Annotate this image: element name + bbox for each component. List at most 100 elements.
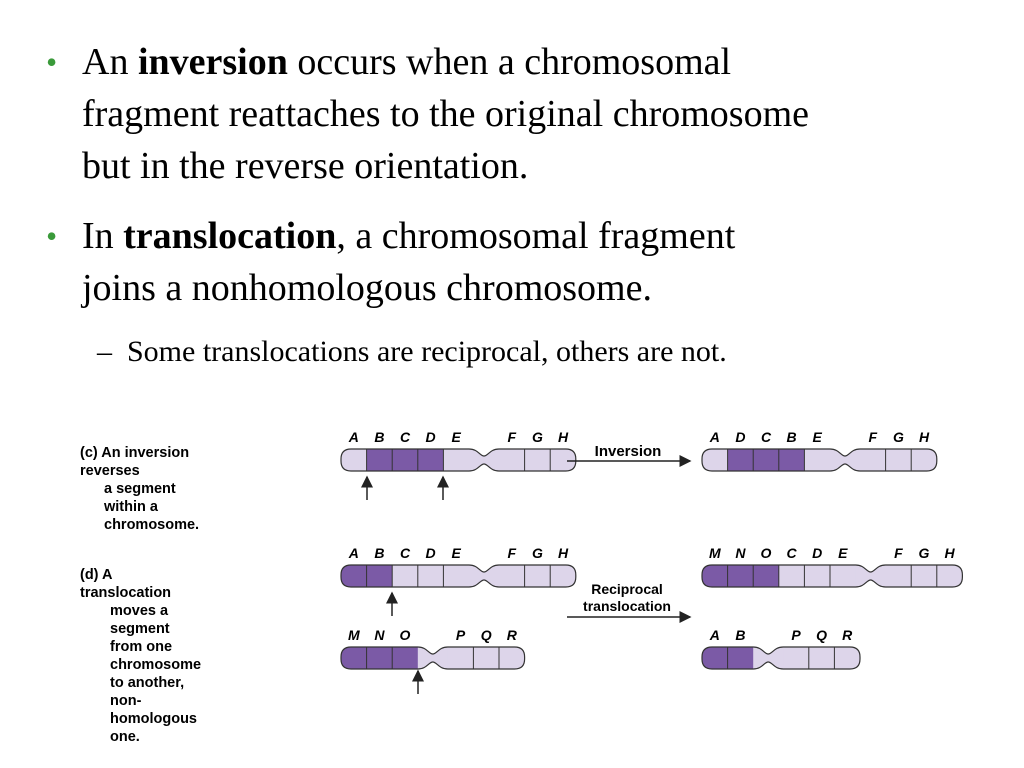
gene-label: B	[787, 429, 797, 445]
term-inversion: inversion	[137, 41, 288, 83]
chromosome-segment	[499, 565, 525, 587]
sub-bullet-reciprocal: – Some translocations are reciprocal, ot…	[97, 332, 727, 372]
gene-label: G	[532, 429, 543, 445]
gene-label: A	[348, 545, 359, 561]
inversion-arrow-label: Inversion	[595, 443, 662, 460]
gene-label: P	[456, 627, 466, 643]
gene-label: G	[532, 545, 543, 561]
chromosome-segment	[366, 647, 393, 669]
chromosome-segment	[443, 449, 469, 471]
chromosome-segment	[783, 647, 809, 669]
gene-label: N	[374, 627, 385, 643]
chromosome-segment	[753, 449, 779, 471]
chromosome-segment	[341, 449, 367, 471]
chromosome-segment	[834, 647, 860, 669]
gene-label: O	[761, 545, 772, 561]
chromosome-segment	[550, 449, 576, 471]
chromosome-segment	[911, 565, 937, 587]
translocation-arrow-label-1: Reciprocal	[591, 581, 663, 597]
gene-label: B	[374, 429, 384, 445]
gene-label: R	[842, 627, 853, 643]
chromosome-segment	[499, 449, 525, 471]
gene-label: N	[735, 545, 746, 561]
bullet-item-translocation: • In translocation, a chromosomal fragme…	[46, 210, 735, 314]
gene-label: C	[400, 545, 411, 561]
gene-label: R	[507, 627, 518, 643]
gene-label: A	[348, 429, 359, 445]
bullet-item-inversion: • An inversion occurs when a chromosomal…	[46, 36, 809, 192]
gene-label: E	[813, 429, 823, 445]
chromosome-segment	[702, 647, 728, 669]
chromosome-segment	[550, 565, 576, 587]
chromosome-segment	[524, 449, 551, 471]
chromosome-segment	[473, 647, 499, 669]
gene-label: E	[838, 545, 848, 561]
caption-translocation: (d) A translocation moves a segment from…	[80, 567, 202, 745]
chromosome-segment	[417, 449, 444, 471]
chromosome-segment	[341, 565, 367, 587]
gene-label: F	[894, 545, 903, 561]
chromosome-segment	[830, 565, 856, 587]
chromosome-segment	[860, 449, 886, 471]
gene-label: H	[919, 429, 930, 445]
chromosome-segment	[885, 565, 912, 587]
chromosome-segment	[702, 565, 728, 587]
gene-label: Q	[481, 627, 492, 643]
term-translocation: translocation	[123, 215, 337, 257]
gene-label: D	[735, 429, 745, 445]
gene-label: C	[400, 429, 411, 445]
chromosome-segment	[417, 565, 444, 587]
gene-label: E	[452, 429, 462, 445]
chromosome-segment	[392, 565, 418, 587]
gene-label: F	[508, 429, 517, 445]
gene-label: M	[709, 545, 721, 561]
gene-label: A	[709, 429, 720, 445]
chromosome-segment	[443, 565, 469, 587]
gene-label: E	[452, 545, 462, 561]
chromosome-segment	[778, 449, 805, 471]
chromosome-segment	[727, 449, 754, 471]
chromosome-segment	[499, 647, 525, 669]
gene-label: H	[945, 545, 956, 561]
gene-label: G	[893, 429, 904, 445]
caption-inversion: (c) An inversion reverses a segment with…	[80, 445, 200, 533]
bullet-marker: •	[46, 44, 58, 80]
gene-label: D	[812, 545, 822, 561]
chromosome-segment	[804, 449, 830, 471]
gene-label: O	[400, 627, 411, 643]
gene-label: H	[558, 429, 569, 445]
gene-label: B	[735, 627, 745, 643]
bullet-text: An inversion occurs when a chromosomal f…	[82, 41, 810, 187]
chromosome-segment	[885, 449, 912, 471]
bullet-marker: •	[46, 218, 58, 254]
gene-label: B	[374, 545, 384, 561]
chromosome-segment	[804, 565, 830, 587]
translocation-arrow-label-2: translocation	[583, 598, 671, 614]
chromosome-segment	[447, 647, 474, 669]
chromosome-segment	[753, 565, 779, 587]
chromosome-segment	[392, 449, 418, 471]
chromosome-segment	[702, 449, 728, 471]
chromosome-segment	[341, 647, 367, 669]
gene-label: H	[558, 545, 569, 561]
chromosome-segment	[366, 449, 393, 471]
chromosome-segment	[778, 565, 805, 587]
gene-label: D	[426, 545, 436, 561]
chromosome-segment	[392, 647, 418, 669]
gene-label: M	[348, 627, 360, 643]
gene-label: F	[869, 429, 878, 445]
gene-label: P	[791, 627, 801, 643]
gene-label: C	[787, 545, 798, 561]
chromosome-segment	[911, 449, 937, 471]
sub-bullet-text: Some translocations are reciprocal, othe…	[127, 335, 727, 368]
chromosome-segment	[936, 565, 963, 587]
chromosome-segment	[727, 565, 754, 587]
chromosome-segment	[366, 565, 393, 587]
